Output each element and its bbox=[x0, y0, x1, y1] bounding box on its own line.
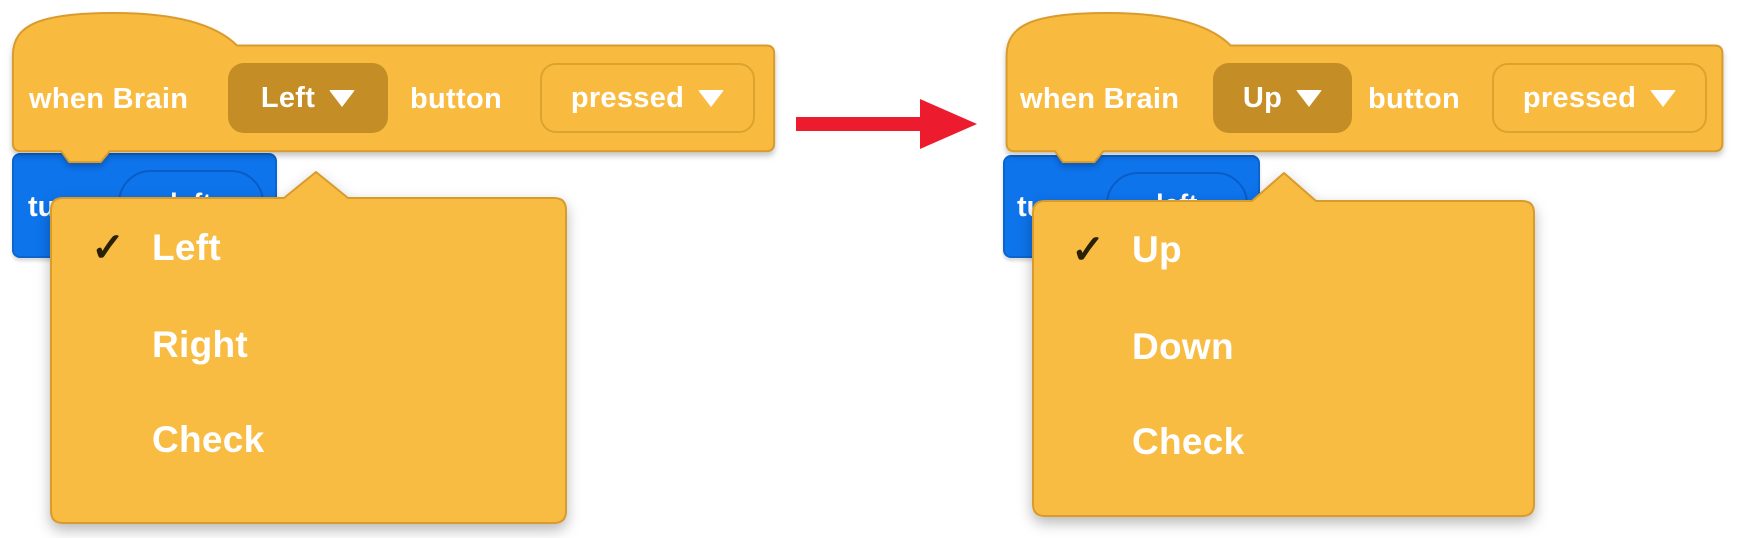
menu-item-down[interactable]: Down bbox=[1058, 315, 1498, 379]
hat-block-shape[interactable] bbox=[11, 11, 776, 164]
button-state-dropdown-value: pressed bbox=[1522, 81, 1637, 114]
menu-item-right[interactable]: Right bbox=[78, 313, 528, 377]
menu-item-label: Right bbox=[152, 324, 249, 365]
button-state-dropdown[interactable]: pressed bbox=[1492, 63, 1707, 133]
dropdown-menu-shape bbox=[1032, 172, 1535, 517]
button-label: button bbox=[410, 83, 502, 115]
button-label: button bbox=[1368, 83, 1460, 115]
menu-item-label: Left bbox=[152, 227, 222, 268]
dropdown-menu-shape bbox=[50, 171, 567, 524]
check-icon: ✓ bbox=[91, 226, 125, 270]
menu-item-label: Down bbox=[1132, 326, 1234, 367]
caret-down-icon bbox=[1296, 89, 1323, 107]
menu-item-label: Check bbox=[152, 419, 265, 460]
check-icon: ✓ bbox=[1071, 228, 1105, 272]
brain-button-dropdown-value: Up bbox=[1242, 81, 1283, 114]
hat-block-shape[interactable] bbox=[1005, 11, 1724, 164]
menu-item-check[interactable]: Check bbox=[78, 408, 528, 472]
dropdown-menu-panel bbox=[1032, 172, 1535, 517]
button-state-dropdown-value: pressed bbox=[570, 81, 685, 114]
menu-item-label: Up bbox=[1132, 229, 1182, 270]
when-brain-label: when Brain bbox=[29, 83, 189, 115]
button-state-dropdown[interactable]: pressed bbox=[540, 63, 755, 133]
menu-item-left[interactable]: ✓ Left bbox=[78, 216, 528, 280]
dropdown-menu-panel bbox=[50, 171, 567, 524]
caret-down-icon bbox=[329, 89, 356, 107]
caret-down-icon bbox=[1650, 89, 1677, 107]
brain-button-dropdown-value: Left bbox=[260, 81, 316, 114]
brain-button-dropdown[interactable]: Left bbox=[228, 63, 388, 133]
when-brain-button-hat-block[interactable] bbox=[1002, 10, 1729, 166]
menu-item-check[interactable]: Check bbox=[1058, 410, 1498, 474]
when-brain-button-hat-block[interactable] bbox=[8, 10, 781, 166]
transition-arrow-icon bbox=[796, 99, 977, 149]
menu-item-label: Check bbox=[1132, 421, 1245, 462]
brain-button-dropdown[interactable]: Up bbox=[1213, 63, 1352, 133]
when-brain-label: when Brain bbox=[1020, 83, 1180, 115]
caret-down-icon bbox=[698, 89, 725, 107]
menu-item-up[interactable]: ✓ Up bbox=[1058, 218, 1498, 282]
